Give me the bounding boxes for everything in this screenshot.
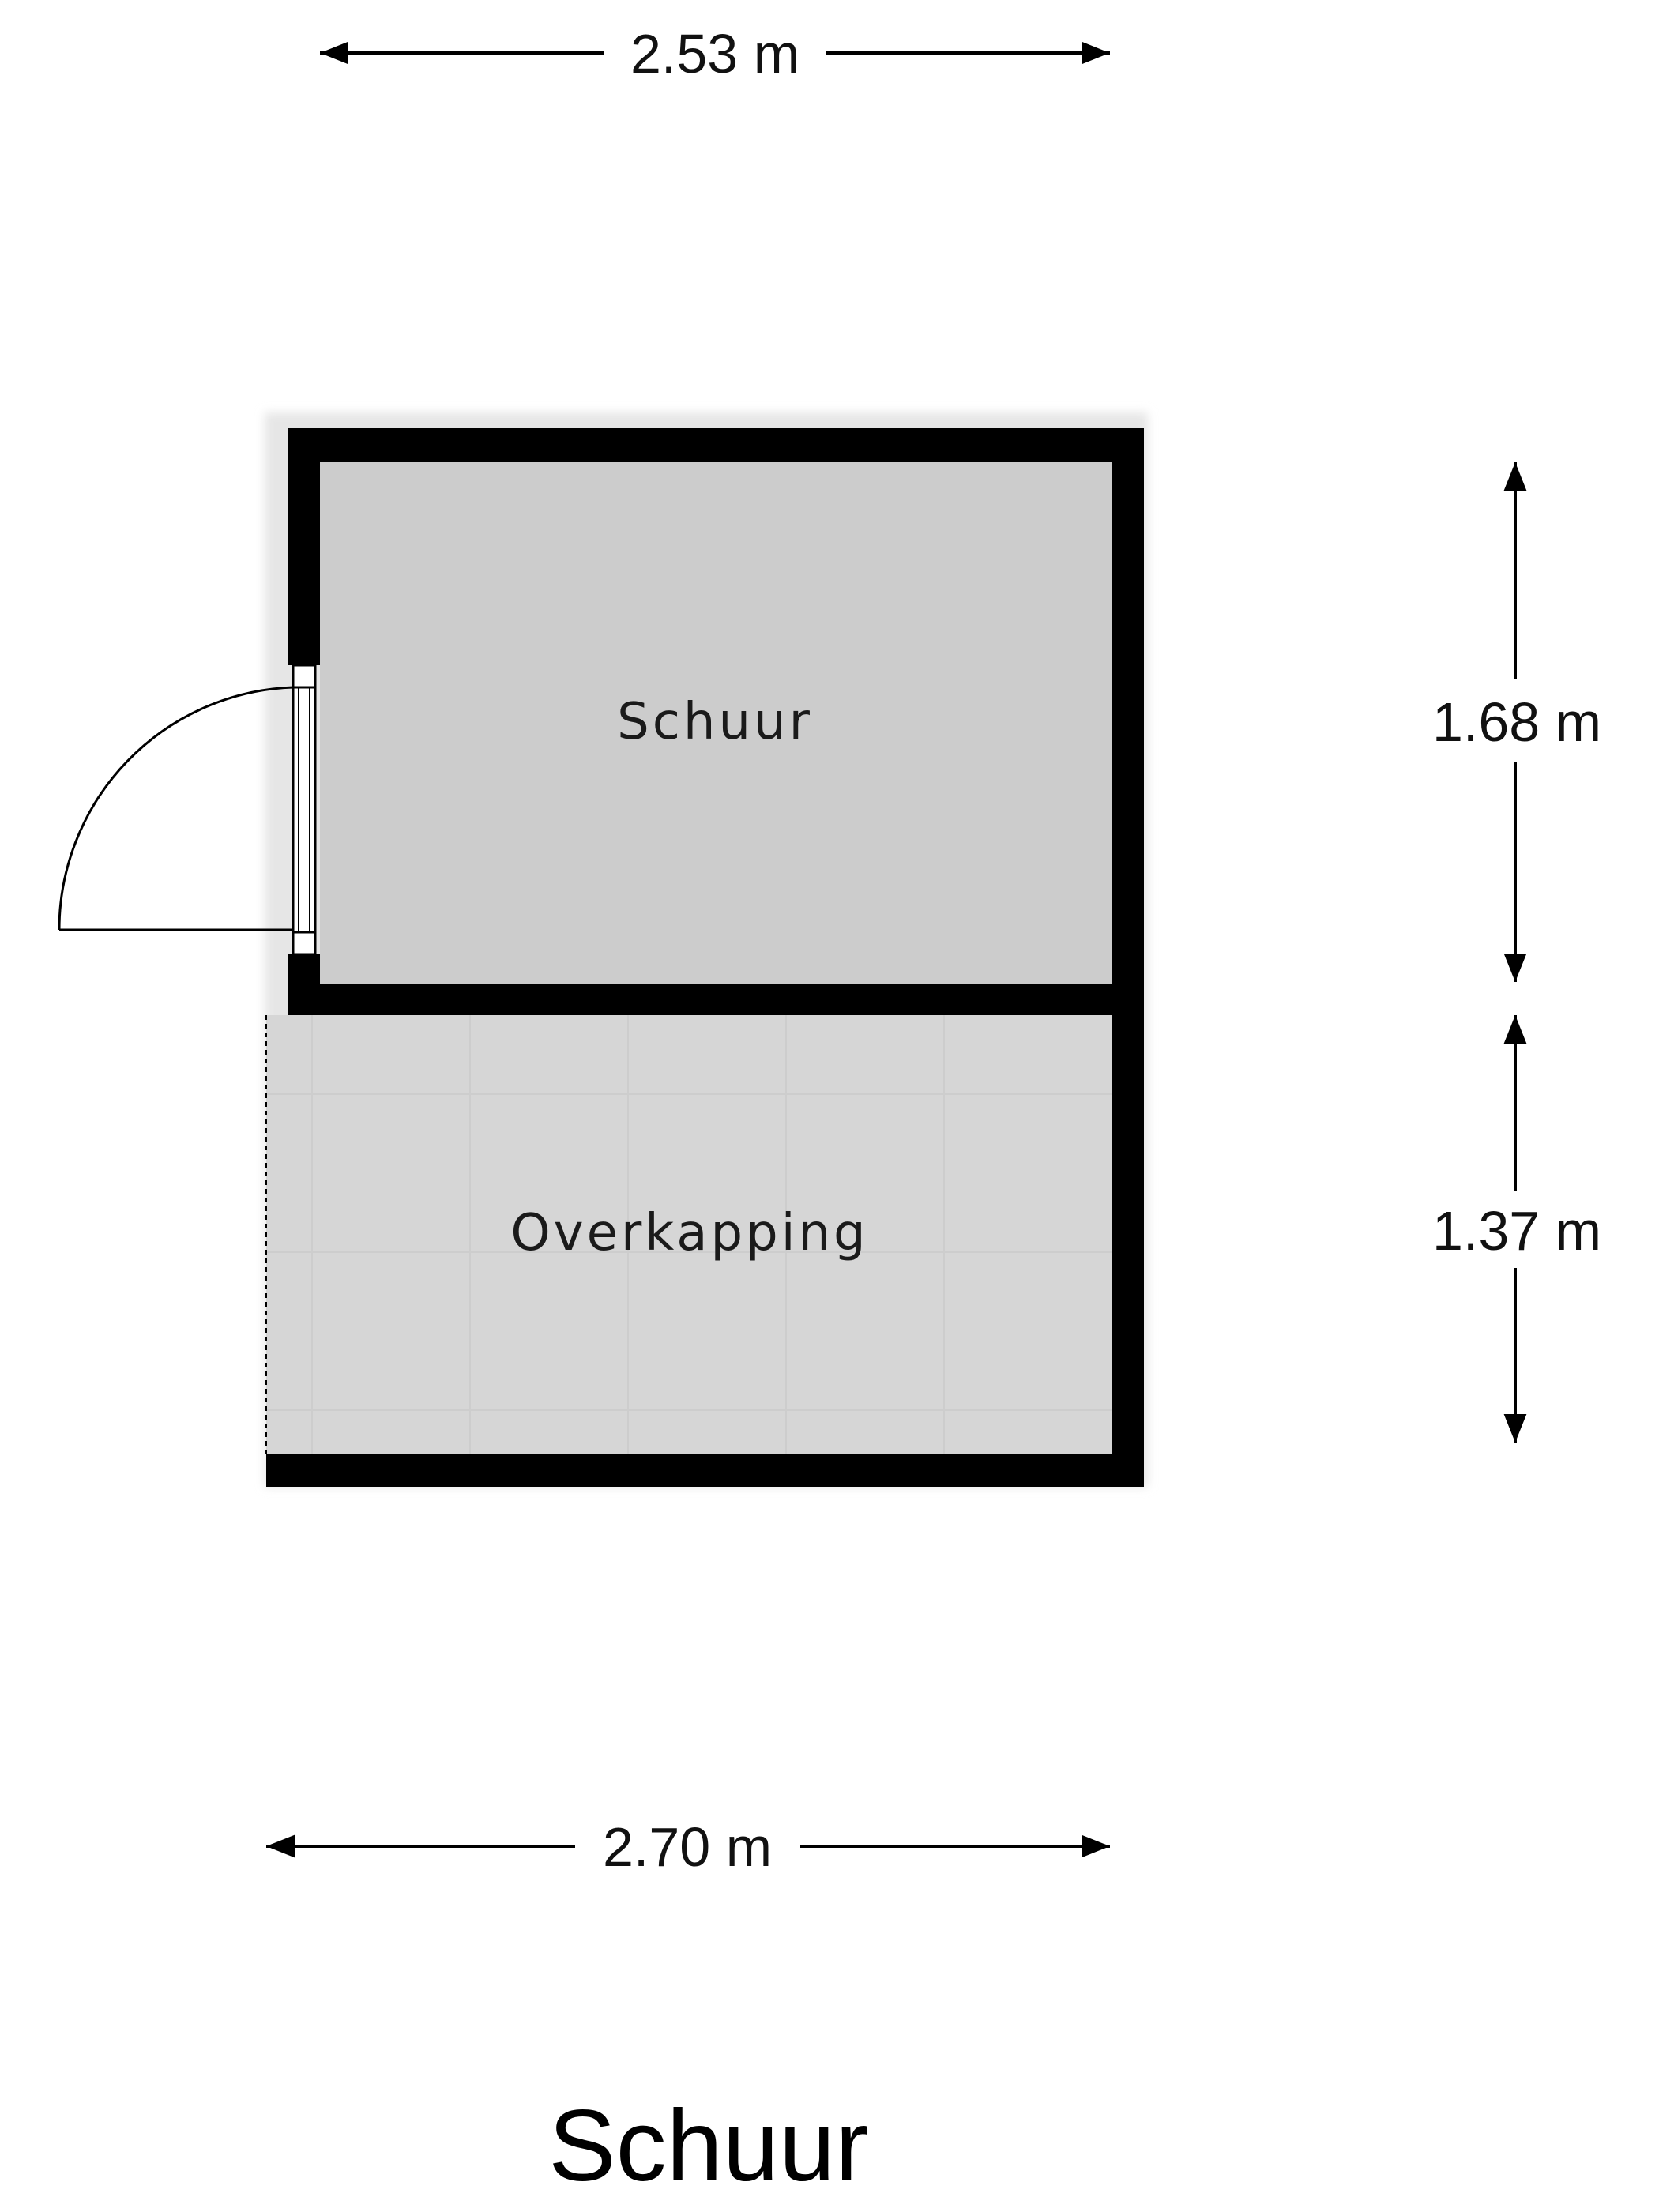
dimension-right-lower: 1.37 m bbox=[1432, 1015, 1601, 1443]
room-floor-schuur bbox=[320, 462, 1112, 984]
door bbox=[58, 664, 317, 956]
wall-right bbox=[1112, 428, 1144, 1487]
dimension-right-lower-label: 1.37 m bbox=[1432, 1200, 1601, 1262]
wall-bottom bbox=[266, 1454, 1144, 1487]
room-floor-overkapping bbox=[266, 1015, 1112, 1454]
dimension-top: 2.53 m bbox=[320, 23, 1110, 85]
wall-left-upper bbox=[288, 428, 320, 665]
dimension-bottom: 2.70 m bbox=[266, 1816, 1110, 1878]
room-label-overkapping: Overkapping bbox=[510, 1204, 868, 1262]
room-label-schuur: Schuur bbox=[617, 693, 813, 751]
dimension-right-upper: 1.68 m bbox=[1432, 462, 1601, 982]
walls bbox=[266, 428, 1144, 1487]
wall-top bbox=[288, 428, 1144, 462]
dimension-top-label: 2.53 m bbox=[630, 23, 799, 85]
dimension-right-upper-label: 1.68 m bbox=[1432, 691, 1601, 753]
door-swing-arc bbox=[58, 686, 294, 931]
dimension-bottom-label: 2.70 m bbox=[603, 1816, 772, 1878]
door-frame bbox=[292, 664, 317, 956]
wall-middle bbox=[288, 984, 1144, 1015]
plan-title: Schuur bbox=[548, 2090, 869, 2203]
